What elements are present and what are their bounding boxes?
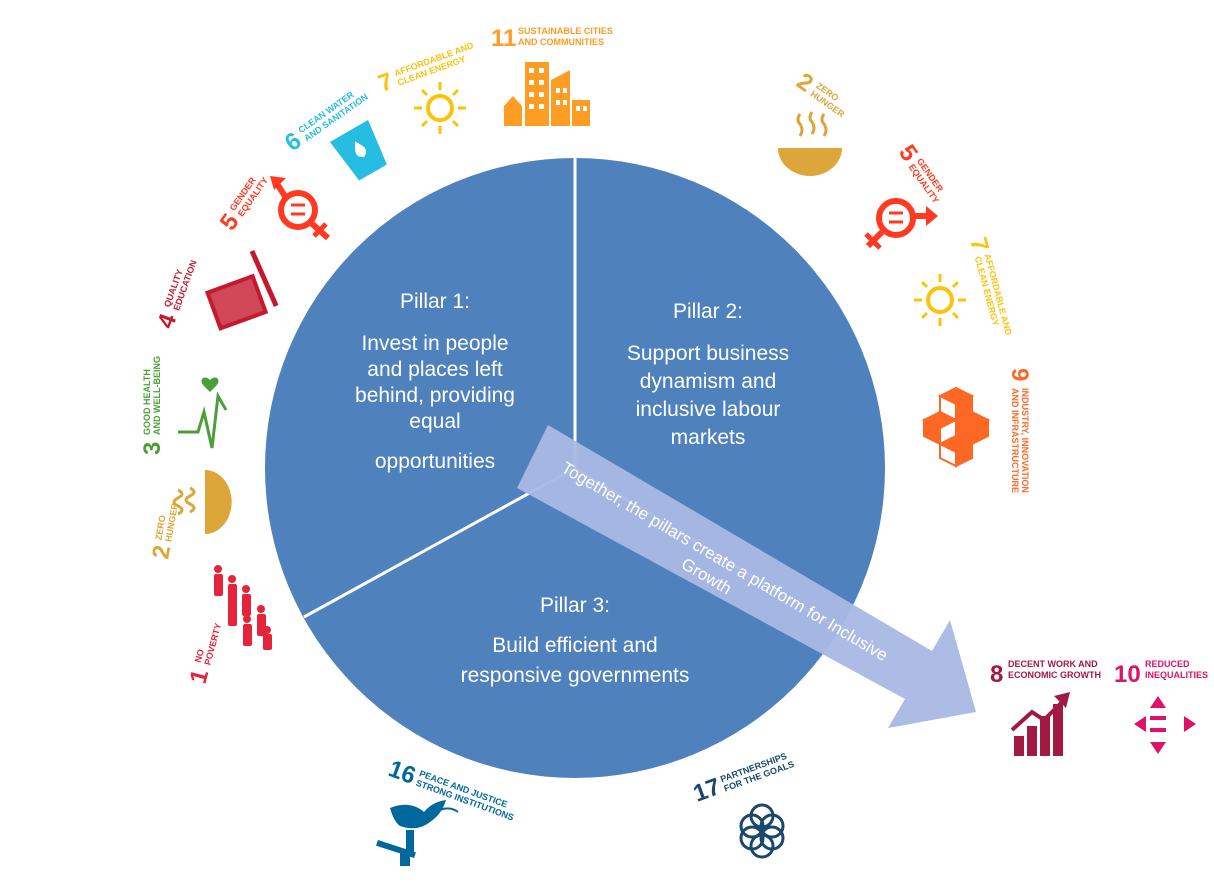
sdg-10-reduced-inequalities-result: 10 REDUCED INEQUALITIES: [1114, 659, 1208, 754]
pillar-1-line: and places left: [367, 358, 503, 381]
pillar-3-line: Build efficient and: [492, 634, 657, 657]
dove-gavel-icon: [376, 800, 459, 866]
sdg-label: SUSTAINABLE CITIES: [518, 26, 613, 36]
sdg-number: 11: [491, 25, 516, 52]
sdg-label: AND WELL-BEING: [152, 356, 162, 435]
sdg-number: 9: [1006, 368, 1033, 381]
sdg-2-zero-hunger-right: 2 ZERO HUNGER: [778, 68, 847, 176]
sdg-5-gender-equality-left: 5 GENDER EQUALITY: [215, 175, 330, 241]
steam-icon: [172, 486, 196, 516]
sdg-4-quality-education-left: 4 QUALITY EDUCATION: [152, 249, 279, 332]
sdg-label: AND INFRASTRUCTURE: [1010, 388, 1020, 493]
sdg-1-no-poverty-left: 1 NO POVERTY: [185, 565, 272, 687]
sdg-3-good-health-left: 3 GOOD HEALTH AND WELL-BEING: [139, 356, 228, 455]
pillar-2-line: Support business: [627, 342, 789, 365]
city-buildings-icon: [504, 62, 590, 126]
pillar-1-title: Pillar 1:: [400, 290, 470, 313]
arrow-shape: [517, 425, 976, 728]
sdg-number: 16: [385, 755, 419, 790]
pillar-3: Pillar 3: Build efficient and responsive…: [461, 594, 690, 687]
sdg-label: DECENT WORK AND: [1008, 659, 1098, 669]
pillar-1-line: Invest in people: [361, 332, 508, 355]
pillar-1-line: behind, providing: [355, 384, 515, 407]
water-glass-icon: [329, 119, 387, 181]
sdg-5-gender-equality-right: 5 GENDER EQUALITY: [864, 140, 945, 250]
heartbeat-icon: [178, 391, 228, 449]
rings-icon: [739, 803, 785, 859]
pillar-2-title: Pillar 2:: [673, 300, 743, 323]
sdg-label: NO: [193, 648, 206, 664]
sun-power-icon: [914, 274, 966, 326]
sdg-17-partnerships-bottom: 17 PARTNERSHIPS FOR THE GOALS: [690, 751, 795, 859]
sdg-6-clean-water-left: 6 CLEAN WATER AND SANITATION: [280, 89, 387, 181]
sdg-number: 1: [185, 667, 215, 687]
sdg-7-affordable-energy-right: 7 AFFORDABLE AND CLEAN ENERGY: [914, 235, 1014, 337]
sdg-7-affordable-energy-left: 7 AFFORDABLE AND CLEAN ENERGY: [375, 40, 475, 134]
sdg-number: 17: [690, 773, 724, 808]
sdg-number: 3: [139, 442, 166, 455]
sdg-11-sustainable-cities-top: 11 SUSTAINABLE CITIES AND COMMUNITIES: [491, 25, 613, 126]
pillar-2-line: markets: [671, 426, 746, 449]
sdg-label: REDUCED: [1145, 659, 1190, 669]
sdg-label: ECONOMIC GROWTH: [1008, 670, 1101, 680]
sdg-16-peace-justice-bottom: 16 PEACE AND JUSTICE STRONG INSTITUTIONS: [376, 755, 515, 866]
sdg-number: 4: [152, 310, 182, 332]
bowl-icon: [205, 470, 232, 534]
sun-power-icon: [414, 82, 466, 134]
sdg-label: INDUSTRY, INNOVATION: [1020, 388, 1030, 493]
bowl-icon: [778, 148, 842, 176]
family-icon: [214, 565, 272, 650]
sdg-8-decent-work-result: 8 DECENT WORK AND ECONOMIC GROWTH: [990, 659, 1101, 756]
sdg-label: HUNGER: [163, 502, 180, 543]
sdg-number: 10: [1114, 661, 1141, 688]
heart-icon: [201, 377, 219, 392]
growth-chart-icon: [1010, 692, 1070, 756]
sdg-label: INEQUALITIES: [1145, 670, 1208, 680]
sdg-number: 7: [964, 235, 994, 255]
sdg-label: GOOD HEALTH: [142, 369, 152, 435]
equality-arrows-icon: [1134, 696, 1196, 754]
pillar-3-title: Pillar 3:: [540, 594, 610, 617]
pillar-3-line: responsive governments: [461, 664, 690, 687]
sdg-label: POVERTY: [202, 622, 223, 666]
sdg-label: ZERO: [153, 515, 167, 541]
sdg-number: 2: [147, 543, 176, 561]
pillar-2-line: inclusive labour: [636, 398, 781, 421]
pillar-1-line: opportunities: [375, 450, 495, 473]
pillar-2-line: dynamism and: [640, 370, 777, 393]
pillar-2: Pillar 2: Support business dynamism and …: [627, 300, 789, 449]
sdg-2-zero-hunger-left: 2 ZERO HUNGER: [147, 470, 232, 561]
book-icon: [204, 249, 279, 331]
sdg-number: 8: [990, 661, 1003, 688]
gender-symbol-icon: [864, 198, 938, 250]
gender-symbol-icon: [270, 176, 330, 241]
pillar-1: Pillar 1: Invest in people and places le…: [355, 290, 515, 473]
cubes-icon: [921, 386, 991, 468]
sdg-label: AND COMMUNITIES: [518, 37, 604, 47]
sdg-9-industry-right: 9 INDUSTRY, INNOVATION AND INFRASTRUCTUR…: [921, 368, 1033, 493]
pillar-1-line: equal: [409, 410, 460, 433]
steam-icon: [796, 111, 828, 137]
